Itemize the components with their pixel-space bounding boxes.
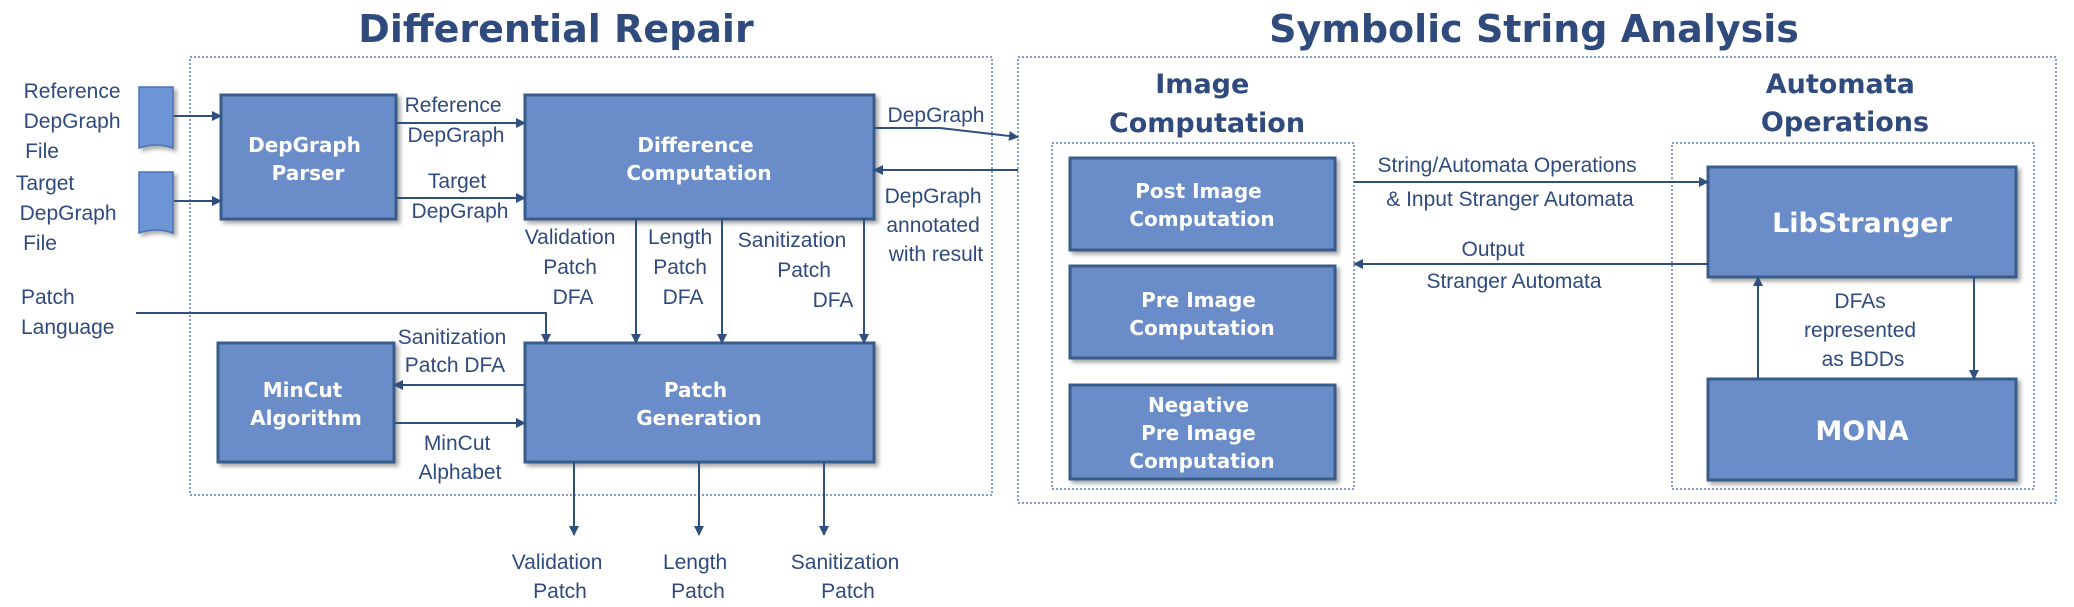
patch-language-label: Patch Language	[21, 286, 114, 339]
reference-file-document-icon	[138, 86, 174, 150]
mona-box	[1706, 377, 2018, 482]
patch-generation-label: Patch Generation	[636, 378, 762, 430]
negative-pre-image-computation-label: Negative Pre Image Computation	[1129, 393, 1274, 473]
differential-repair-region	[189, 56, 993, 496]
subtitle-image-computation: Image Computation	[1109, 69, 1305, 139]
negative-pre-image-computation-box	[1068, 383, 1337, 481]
reference-depgraph-file-label: Reference DepGraph File	[24, 80, 127, 163]
reference-depgraph-edge-label: Reference DepGraph	[405, 94, 508, 147]
sanitization-patch-dfa-to-mincut-label: Sanitization Patch DFA	[398, 326, 512, 377]
libstranger-label: LibStranger	[1772, 208, 1953, 239]
target-depgraph-file-label: Target DepGraph File	[16, 172, 122, 255]
pre-image-computation-label: Pre Image Computation	[1129, 288, 1274, 340]
sanitization-patch-dfa-label: Sanitization Patch DFA	[738, 229, 854, 312]
depgraph-parser-box	[219, 93, 398, 221]
dfas-bdds-label: DFAs represented as BDDs	[1804, 290, 1922, 371]
title-symbolic-string-analysis: Symbolic String Analysis	[1269, 7, 1799, 51]
depgraph-annotated-label: DepGraph annotated with result	[885, 185, 988, 266]
post-image-computation-label: Post Image Computation	[1129, 179, 1274, 231]
edge-patch-language	[136, 312, 551, 344]
automata-operations-region	[1671, 142, 2035, 490]
depgraph-parser-label: DepGraph Parser	[248, 133, 368, 185]
subtitle-automata-operations: Automata Operations	[1761, 69, 1929, 138]
title-differential-repair: Differential Repair	[358, 7, 754, 51]
output-stranger-automata-label: Output Stranger Automata	[1426, 238, 1601, 293]
difference-computation-box	[523, 93, 876, 221]
string-automata-operations-label: String/Automata Operations & Input Stran…	[1378, 154, 1643, 211]
mincut-algorithm-box	[216, 341, 396, 464]
symbolic-string-analysis-region	[1017, 56, 2057, 504]
edge-depgraph-out	[874, 127, 1019, 141]
patch-generation-box	[523, 341, 876, 464]
mona-label: MONA	[1815, 416, 1908, 447]
mincut-algorithm-label: MinCut Algorithm	[250, 378, 362, 430]
mincut-alphabet-label: MinCut Alphabet	[419, 432, 502, 484]
length-patch-dfa-label: Length Patch DFA	[648, 226, 718, 309]
pre-image-computation-box	[1068, 264, 1337, 360]
libstranger-box	[1706, 165, 2018, 279]
difference-computation-label: Difference Computation	[626, 133, 771, 185]
validation-patch-output-label: Validation Patch	[512, 551, 609, 603]
target-file-document-icon	[138, 171, 174, 235]
validation-patch-dfa-label: Validation Patch DFA	[525, 226, 622, 309]
sanitization-patch-output-label: Sanitization Patch	[791, 551, 905, 603]
depgraph-out-label: DepGraph	[888, 104, 985, 127]
length-patch-output-label: Length Patch	[663, 551, 733, 603]
target-depgraph-edge-label: Target DepGraph	[412, 170, 509, 223]
post-image-computation-box	[1068, 156, 1337, 252]
